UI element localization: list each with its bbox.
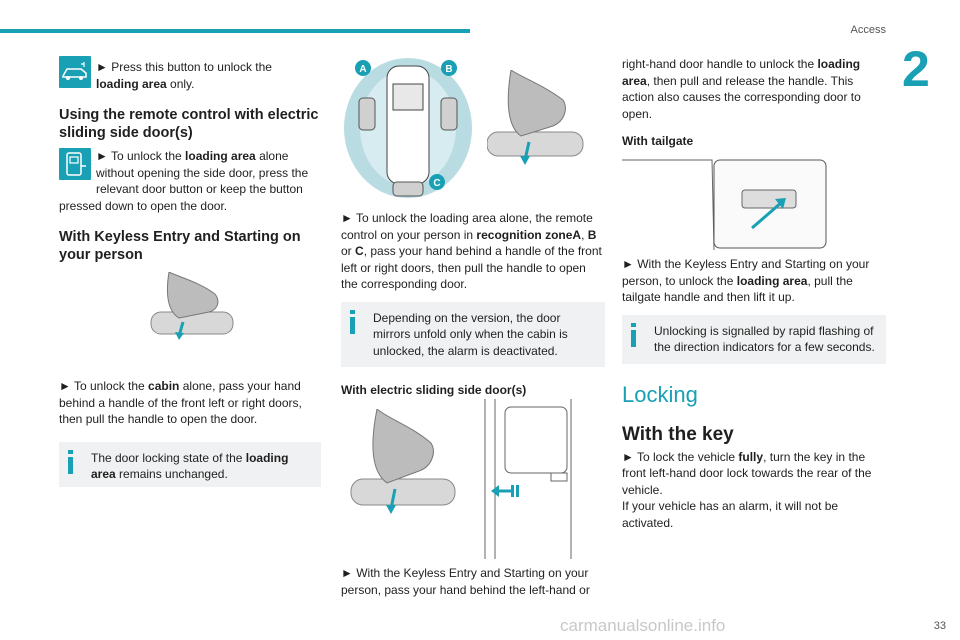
loading-post-text: only. <box>166 76 195 91</box>
zone-label-b: B <box>445 64 452 75</box>
sliding-heading: With electric sliding side door(s) <box>341 383 527 397</box>
zone-label-a: A <box>359 64 366 75</box>
tailgate-post-text: , pull the tailgate handle and then lift… <box>622 273 853 305</box>
key-bold-text: fully <box>738 449 764 464</box>
remote-pre-text: ► To unlock the <box>96 149 186 163</box>
column-1: ► Press this button to unlock the loadin… <box>59 56 321 487</box>
recognition-zones-figure: A B C <box>341 56 605 204</box>
info-box-mirrors: Depending on the version, the door mirro… <box>341 301 605 367</box>
continued-instruction: right-hand door handle to unlock the loa… <box>622 56 886 122</box>
cont-bold-text: loading area <box>622 57 861 88</box>
cont-pre-text: right-hand door handle to unlock the <box>622 57 818 71</box>
tailgate-figure <box>622 154 886 254</box>
zone-label-c: C <box>433 178 440 189</box>
info-icon <box>68 449 73 474</box>
remote-post-text: alone without opening the side door, pre… <box>59 149 309 213</box>
info-pre-text: The door locking state of the <box>91 450 246 465</box>
remote-instruction: ► To unlock the loading area alone witho… <box>59 148 321 214</box>
section-title: Access <box>850 24 886 36</box>
cabin-pre-text: ► To unlock the <box>59 379 149 393</box>
zone-bold-a: recognition zoneA <box>476 227 582 242</box>
tailgate-pre-text: ► With the Keyless Entry and Starting on… <box>622 257 870 288</box>
tailgate-heading: With tailgate <box>622 134 694 148</box>
keyless-heading: With Keyless Entry and Starting on your … <box>59 229 301 263</box>
info-icon <box>631 322 636 347</box>
chapter-number: 2 <box>902 41 930 97</box>
locking-heading: Locking <box>622 381 698 407</box>
zone-bold-b: B <box>587 227 597 242</box>
info-indicators-text: Unlocking is signalled by rapid flashing… <box>654 323 875 355</box>
info-box-indicators: Unlocking is signalled by rapid flashing… <box>622 314 886 364</box>
key-post-text: , turn the key in the front left-hand do… <box>622 449 872 497</box>
cabin-post-text: alone, pass your hand behind a handle of… <box>59 379 302 426</box>
zone-bold-c: C <box>355 244 364 258</box>
key-instruction: ► To lock the vehicle fully, turn the ke… <box>622 449 886 532</box>
with-key-heading: With the key <box>622 423 734 445</box>
remote-heading: Using the remote control with electric s… <box>59 107 319 141</box>
hand-handle-figure <box>59 264 321 374</box>
sliding-instruction: ► With the Keyless Entry and Starting on… <box>341 566 590 597</box>
loading-pre-text: ► Press this button to unlock the <box>96 60 272 74</box>
zone-sep-2: or <box>341 244 356 258</box>
info-icon <box>350 309 355 334</box>
loading-bold-text: loading area <box>96 76 167 91</box>
remote-bold-text: loading area <box>185 149 256 163</box>
zone-pre-text: ► To unlock the loading area alone, the … <box>341 211 593 242</box>
cabin-instruction: ► To unlock the cabin alone, pass your h… <box>59 378 321 428</box>
info-mirrors-text: Depending on the version, the door mirro… <box>373 310 568 358</box>
hand-handle-figure-2 <box>487 70 584 165</box>
tailgate-bold-text: loading area <box>736 273 808 288</box>
key-pre-text: ► To lock the vehicle <box>622 449 739 464</box>
watermark: carmanualsonline.info <box>560 616 726 635</box>
page-number: 33 <box>933 620 946 632</box>
cabin-bold-text: cabin <box>148 379 180 393</box>
column-2: A B C ► To unlock the loading area alone… <box>341 56 605 598</box>
sliding-door-figure <box>341 397 605 563</box>
info-box-loading: The door locking state of the loading ar… <box>59 441 321 487</box>
zone-sep-1: , <box>581 227 588 242</box>
column-3: right-hand door handle to unlock the loa… <box>622 56 886 531</box>
zone-instruction: ► To unlock the loading area alone, the … <box>341 210 605 293</box>
sliding-door-icon <box>59 148 91 180</box>
van-unlock-icon <box>59 56 91 88</box>
loading-area-instruction: ► Press this button to unlock the loadin… <box>59 56 321 92</box>
tailgate-instruction: ► With the Keyless Entry and Starting on… <box>622 256 886 306</box>
header-accent-bar <box>0 29 470 33</box>
cont-post-text: , then pull and release the handle. This… <box>622 73 861 121</box>
key-alarm-text: If your vehicle has an alarm, it will no… <box>622 499 839 530</box>
info-post-text: remains unchanged. <box>115 467 228 481</box>
info-bold-text: loading area <box>91 450 289 482</box>
zone-post-text: , pass your hand behind a handle of the … <box>341 244 602 291</box>
